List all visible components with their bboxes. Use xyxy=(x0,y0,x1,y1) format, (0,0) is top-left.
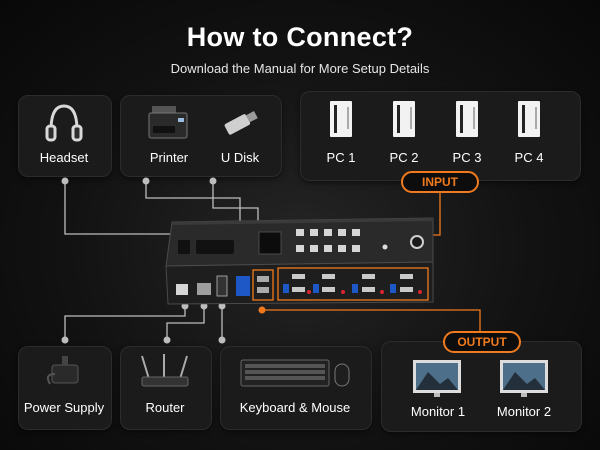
router-label: Router xyxy=(145,400,185,415)
headset-icon xyxy=(45,104,83,142)
kvm-front-panel xyxy=(165,217,434,267)
pc-towers xyxy=(330,101,540,137)
keyboard-mouse-icon xyxy=(240,359,350,387)
udisk-icon xyxy=(224,111,258,135)
port-select-buttons xyxy=(296,229,360,252)
pc4-label: PC 4 xyxy=(514,150,544,165)
printer-label: Printer xyxy=(149,150,189,165)
input-badge: INPUT xyxy=(401,171,479,193)
pc1-label: PC 1 xyxy=(326,150,356,165)
pc2-icon xyxy=(393,101,415,137)
pc3-icon xyxy=(456,101,478,137)
pc2-label: PC 2 xyxy=(389,150,419,165)
headset-cable xyxy=(64,181,170,235)
audio-ports xyxy=(307,290,422,294)
headset-card xyxy=(18,95,112,177)
peripherals-card xyxy=(120,95,282,177)
router-icon xyxy=(141,354,189,387)
usb-ports xyxy=(283,284,396,293)
keyboard-mouse-label: Keyboard & Mouse xyxy=(239,400,351,415)
power-supply-icon xyxy=(46,356,79,385)
output-badge: OUTPUT xyxy=(443,331,521,353)
headset-label: Headset xyxy=(39,150,89,165)
kvm-rear-panel xyxy=(165,261,434,305)
printer-icon xyxy=(148,106,188,139)
pc4-icon xyxy=(518,101,540,137)
router-card xyxy=(120,346,212,430)
monitor2-label: Monitor 2 xyxy=(496,404,552,419)
page-subtitle: Download the Manual for More Setup Detai… xyxy=(170,61,430,76)
line-nodes xyxy=(61,177,226,344)
pc3-label: PC 3 xyxy=(452,150,482,165)
pc1-icon xyxy=(330,101,352,137)
page-title: How to Connect? xyxy=(186,22,414,52)
output-cable xyxy=(262,309,481,334)
power-supply-label: Power Supply xyxy=(23,400,105,415)
hdmi-ports xyxy=(292,274,413,292)
monitor1-icon xyxy=(413,360,461,397)
monitor2-icon xyxy=(500,360,548,397)
power-cable xyxy=(64,306,186,340)
udisk-label: U Disk xyxy=(220,150,260,165)
monitor1-label: Monitor 1 xyxy=(410,404,466,419)
router-cable xyxy=(166,306,205,340)
